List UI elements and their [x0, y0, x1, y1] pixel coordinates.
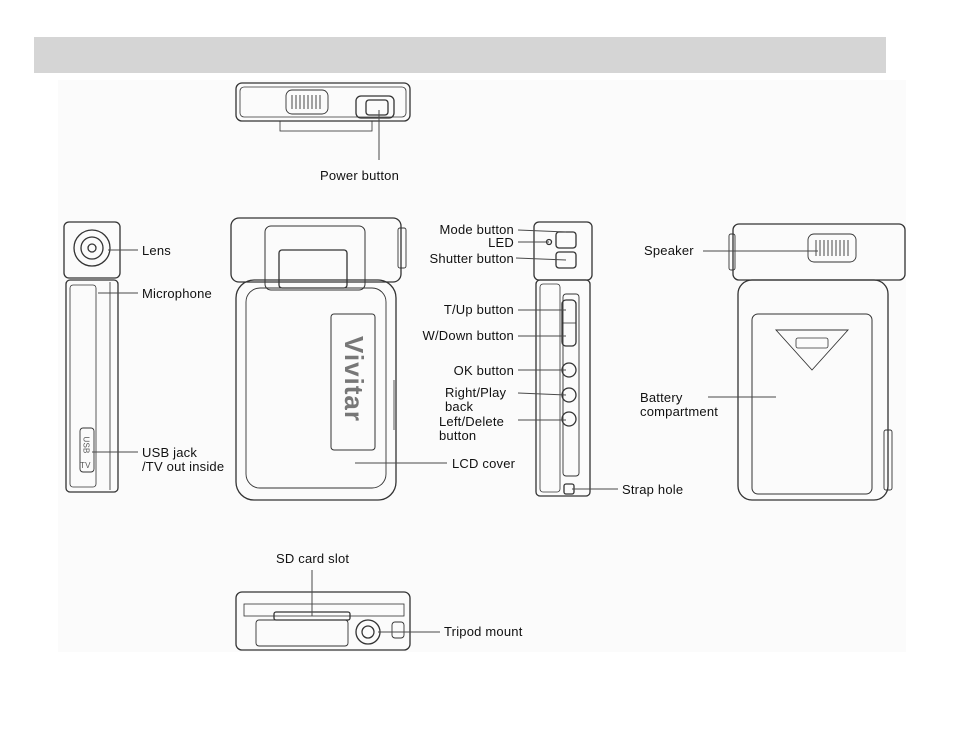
lens-icon — [74, 230, 110, 266]
top-speaker-grille-icon — [286, 90, 328, 114]
label-tripod-mount: Tripod mount — [444, 625, 523, 639]
label-tv-out: /TV out inside — [142, 460, 224, 474]
battery-door-icon — [752, 314, 872, 494]
brand-logo: Vivitar — [347, 336, 361, 422]
label-right-play: Right/Play — [445, 386, 506, 400]
label-compartment: compartment — [640, 405, 718, 419]
label-shutter-button: Shutter button — [404, 252, 514, 266]
mode-button-icon — [556, 232, 576, 248]
left-delete-button-icon — [562, 412, 576, 426]
front-view — [231, 218, 406, 500]
power-button-icon — [356, 96, 394, 118]
label-battery: Battery — [640, 391, 683, 405]
label-left-delete: Left/Delete — [439, 415, 504, 429]
tripod-mount-icon — [356, 620, 380, 644]
zoom-rocker-icon — [562, 300, 576, 346]
label-power-button: Power button — [320, 169, 399, 183]
label-t-up-button: T/Up button — [404, 303, 514, 317]
top-view — [236, 83, 410, 131]
bottom-view — [236, 592, 410, 650]
label-led: LED — [410, 236, 514, 250]
label-w-down-button: W/Down button — [404, 329, 514, 343]
usb-mark: USB — [79, 436, 93, 453]
label-usb-jack: USB jack — [142, 446, 197, 460]
tv-mark: TV — [80, 459, 91, 473]
label-ok-button: OK button — [404, 364, 514, 378]
label-speaker: Speaker — [644, 244, 694, 258]
label-lens: Lens — [142, 244, 171, 258]
label-left-delete-button: button — [439, 429, 476, 443]
back-speaker-grille-icon — [808, 234, 856, 262]
label-sd-card-slot: SD card slot — [276, 552, 349, 566]
right-side-view — [534, 222, 592, 496]
label-strap-hole: Strap hole — [622, 483, 683, 497]
back-view — [729, 224, 905, 500]
label-microphone: Microphone — [142, 287, 212, 301]
label-lcd-cover: LCD cover — [452, 457, 515, 471]
label-right-play-back: back — [445, 400, 473, 414]
